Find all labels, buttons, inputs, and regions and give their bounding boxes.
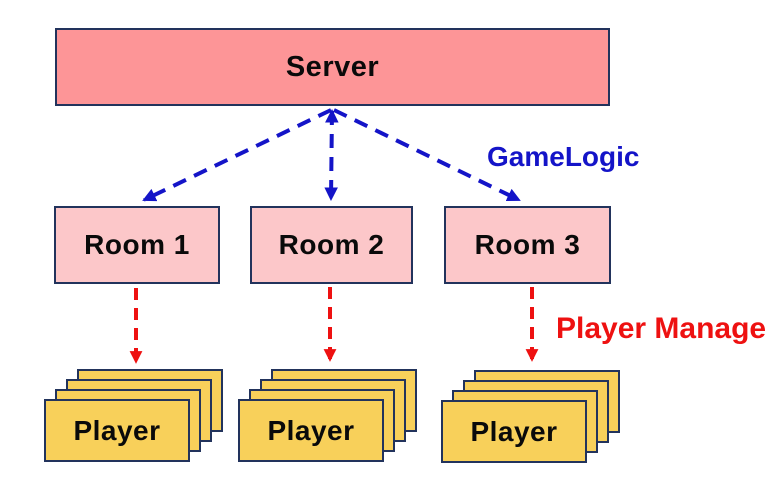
server-to-room2-arrow — [324, 108, 339, 202]
player-card-front: Player — [441, 400, 587, 463]
server-box: Server — [55, 28, 610, 106]
room-3-label: Room 3 — [474, 229, 581, 260]
player-manage-edge-label: Player Manage — [556, 312, 767, 345]
player-card-front: Player — [238, 399, 384, 462]
room-1-label: Room 1 — [84, 229, 190, 260]
room-1-box: Room 1 — [54, 206, 220, 284]
player-stack-1: Player — [44, 369, 227, 466]
room-2-box: Room 2 — [250, 206, 413, 284]
player-stack-3: Player — [441, 370, 624, 467]
server-label: Server — [285, 50, 380, 83]
player-1-label: Player — [73, 414, 161, 446]
gamelogic-edge-label: GameLogic — [487, 141, 640, 172]
player-2-label: Player — [267, 414, 355, 446]
player-card-front: Player — [44, 399, 190, 462]
player-stack-2: Player — [238, 369, 421, 466]
room-3-box: Room 3 — [444, 206, 611, 284]
server-to-room1-arrow — [142, 108, 332, 202]
room-2-label: Room 2 — [278, 229, 385, 260]
player-3-label: Player — [470, 415, 558, 447]
